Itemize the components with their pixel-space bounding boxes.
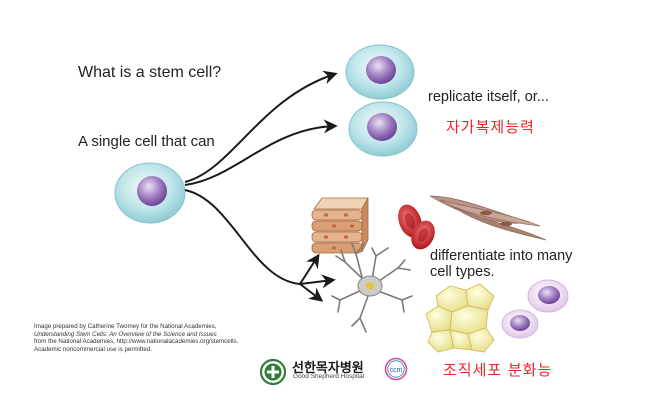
credit-line: Image prepared by Catherine Twomey for t… [34,323,217,330]
branch-arrows [184,70,338,302]
credit-line: Academic noncommercial use is permitted. [34,345,152,353]
arrow-to-lower [299,283,324,302]
arrow-replicate-top [184,70,338,183]
hospital-logo-emblem [259,358,287,386]
fat-cells [425,283,495,353]
credit-line: from the National Academies, http://www.… [34,338,239,346]
intro-label: A single cell that can [78,133,215,150]
smooth-muscle-fiber [428,195,547,241]
arrow-differentiate-main [184,189,301,285]
differentiate-label-line1: differentiate into many [430,248,573,264]
ccm-logo-ring: ccm [384,357,408,381]
hospital-name-english: Good Shepherd Hospital [293,373,365,380]
muscle-cells [311,197,369,254]
replicated-cell-bottom [348,101,418,157]
differentiate-label-line2: cell types. [430,264,495,280]
white-blood-cells [501,279,569,339]
differentiate-korean-label: 조직세포 분화능 [443,361,553,379]
replicate-korean-label: 자가복제능력 [446,118,535,136]
image-credit: Image prepared by Catherine Twomey for t… [34,323,238,353]
arrow-to-muscle [299,253,320,285]
diagram-title: What is a stem cell? [78,64,222,81]
credit-line: Understanding Stem Cells: An Overview of… [34,330,217,338]
ccm-logo-text: ccm [390,367,403,374]
hospital-name-korean: 선한목자병원 [292,361,364,376]
replicated-cell-top [345,44,415,100]
arrow-to-neuron [299,274,336,289]
red-blood-cells [398,204,435,250]
arrow-replicate-bottom [184,119,338,186]
source-stem-cell [114,162,186,224]
neuron-cell [331,243,413,333]
replicate-label: replicate itself, or... [428,89,549,105]
